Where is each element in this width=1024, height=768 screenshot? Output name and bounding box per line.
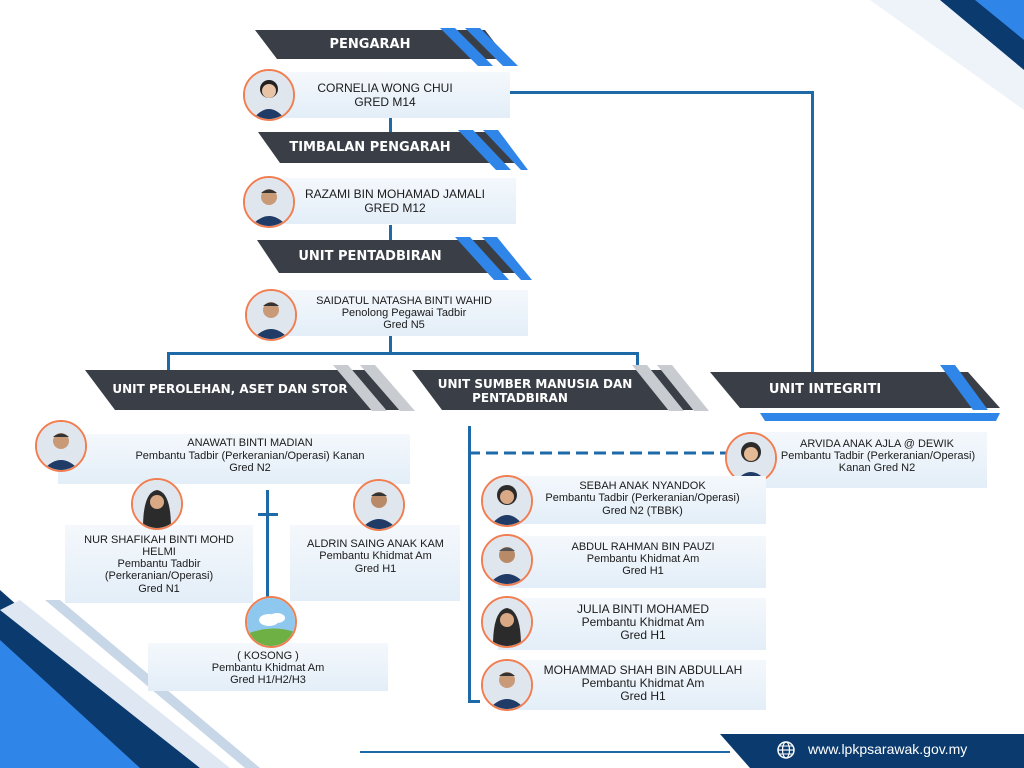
pengarah-grade: GRED M14 [354,95,416,109]
sumber-header-shape [412,365,709,411]
connector-line [389,118,392,132]
timbalan-header-shape [258,130,528,170]
julia-title: Pembantu Khidmat Am [581,615,705,629]
connector-line [636,352,639,370]
perolehan-header-shape [85,365,415,411]
connector-line [468,426,471,702]
pentadbiran-header-shape [257,237,532,280]
pengarah-title: PENGARAH [329,37,411,52]
nurshafikah-name-line1: NUR SHAFIKAH BINTI MOHD [84,534,234,546]
avatar [243,176,295,228]
abdulrahman-name: ABDUL RAHMAN BIN PAUZI [571,541,715,553]
avatar [353,479,405,531]
mohammad-name: MOHAMMAD SHAH BIN ABDULLAH [543,663,743,677]
globe-icon [777,741,795,759]
mohammad-grade: Gred H1 [620,689,666,703]
sebah-card [498,476,766,524]
connector-line [510,91,814,94]
abdulrahman-card [498,536,766,588]
mohammad-title: Pembantu Khidmat Am [581,676,705,690]
avatar [35,420,87,472]
dashed-connector [468,451,730,455]
avatar [481,534,533,586]
avatar [131,478,183,530]
avatar [481,596,533,648]
pengarah-name: CORNELIA WONG CHUI [317,81,453,95]
footer-line [360,751,730,753]
aldrin-grade: Gred H1 [354,563,397,575]
pentadbiran-name: SAIDATUL NATASHA BINTI WAHID [316,295,492,307]
arvida-name: ARVIDA ANAK AJLA @ DEWIK [799,438,955,450]
anawati-name: ANAWATI BINTI MADIAN [187,437,313,449]
avatar [481,475,533,527]
pentadbiran-grade: Gred N5 [383,319,425,331]
connector-line [389,225,392,241]
avatar [725,432,777,484]
integriti-title: UNIT INTEGRITI [768,382,882,397]
abdulrahman-title: Pembantu Khidmat Am [586,553,700,565]
pentadbiran-title: UNIT PENTADBIRAN [298,249,442,264]
avatar [245,289,297,341]
timbalan-title: TIMBALAN PENGARAH [289,140,451,155]
vacant-placeholder-icon [245,596,297,648]
mohammad-card [498,660,766,710]
nurshafikah-name-line2: HELMI [142,546,176,558]
pengarah-header-shape [255,28,518,66]
perolehan-title: UNIT PEROLEHAN, ASET DAN STOR [112,382,348,396]
website-link[interactable]: www.lpkpsarawak.gov.my [808,741,968,757]
anawati-grade: Gred N2 [229,462,271,474]
arvida-grade: Kanan Gred N2 [838,462,916,474]
julia-grade: Gred H1 [620,628,666,642]
connector-line [167,352,170,370]
julia-card [498,598,766,650]
anawati-title: Pembantu Tadbir (Perkeranian/Operasi) Ka… [135,450,365,462]
pentadbiran-title-text: Penolong Pegawai Tadbir [341,307,467,319]
kosong-name: ( KOSONG ) [237,650,299,662]
kosong-card [148,643,388,691]
anawati-card [58,434,410,484]
connector-line [389,336,392,352]
julia-name: JULIA BINTI MOHAMED [576,602,710,616]
aldrin-card [290,525,460,601]
pentadbiran-card [262,290,528,336]
abdulrahman-grade: Gred H1 [622,565,664,577]
timbalan-grade: GRED M12 [364,201,426,215]
aldrin-title: Pembantu Khidmat Am [319,550,432,562]
sumber-title-line2: PENTADBIRAN [472,391,568,405]
pengarah-card [262,72,510,118]
nurshafikah-title-line2: (Perkeranian/Operasi) [104,570,214,582]
nurshafikah-title-line1: Pembantu Tadbir [117,558,201,570]
sebah-name: SEBAH ANAK NYANDOK [579,480,706,492]
connector-line [258,513,278,516]
sebah-grade: Gred N2 (TBBK) [602,505,683,517]
connector-line [811,91,814,373]
arvida-card [742,432,987,488]
avatar [481,659,533,711]
connector-line [266,490,269,600]
connector-line [468,700,480,703]
sebah-title: Pembantu Tadbir (Perkeranian/Operasi) [545,492,740,504]
kosong-grade: Gred H1/H2/H3 [230,674,306,686]
kosong-title: Pembantu Khidmat Am [211,662,325,674]
integriti-header-shape [710,365,1000,421]
aldrin-name: ALDRIN SAING ANAK KAM [307,538,444,550]
nurshafikah-grade: Gred N1 [138,583,180,595]
timbalan-name: RAZAMI BIN MOHAMAD JAMALI [304,187,486,201]
timbalan-card [262,178,516,224]
nurshafikah-card [65,525,253,603]
avatar [243,69,295,121]
connector-line [167,352,639,355]
footer-bar [720,734,1024,768]
sumber-title-line1: UNIT SUMBER MANUSIA DAN [437,377,633,391]
arvida-title: Pembantu Tadbir (Perkeranian/Operasi) [780,450,976,462]
